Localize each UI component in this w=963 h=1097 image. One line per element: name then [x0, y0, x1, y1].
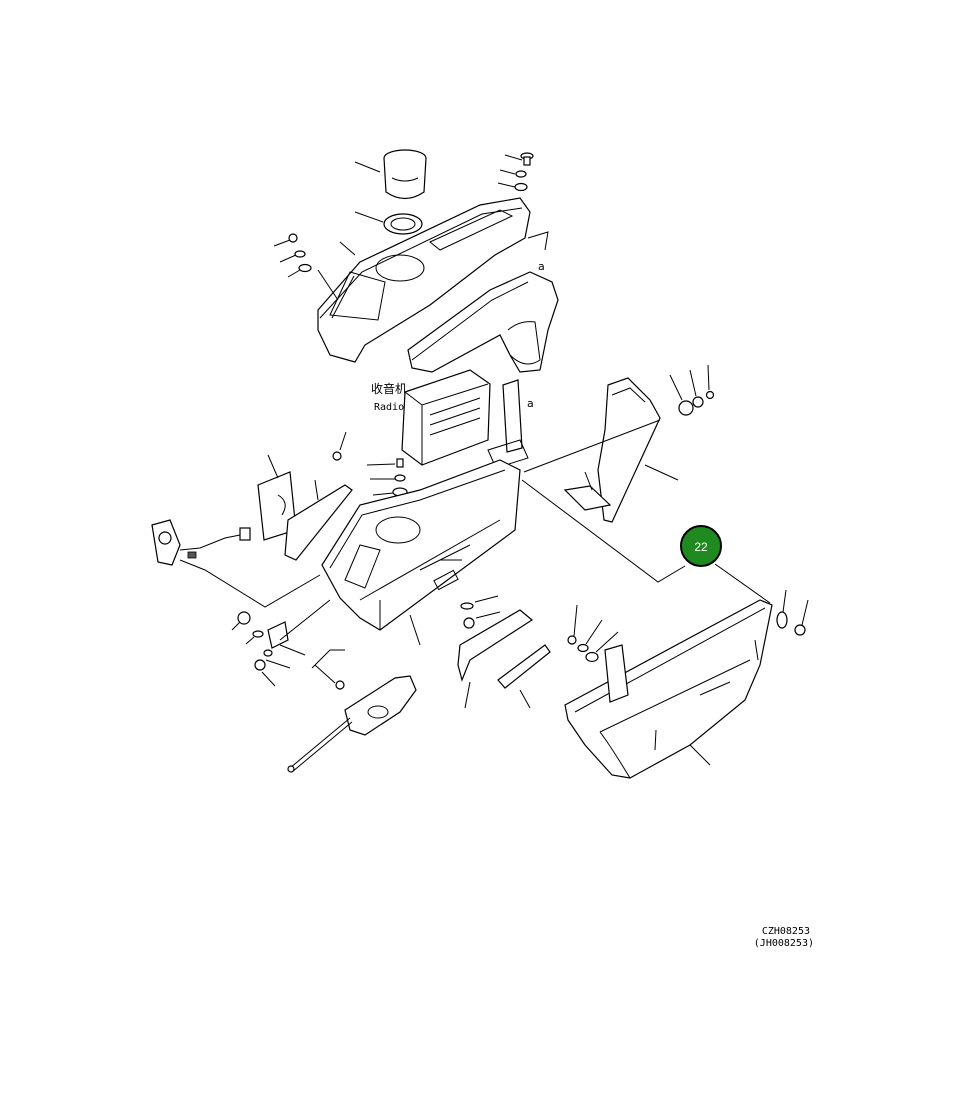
radio-unit: 收音机 Radio: [371, 369, 491, 466]
console-top-cover: [317, 197, 549, 363]
bottom-right-fasteners: [567, 589, 809, 663]
small-clip-bracket: [563, 471, 612, 511]
console-bracket: a: [487, 379, 534, 469]
callout-leaders: [521, 479, 771, 604]
drawing-code-secondary: (JH008253): [754, 938, 814, 949]
bottom-trim-piece-2: [497, 644, 551, 709]
switch-connector: [151, 519, 321, 608]
top-right-fasteners: [497, 152, 534, 192]
lever-assembly: [279, 599, 417, 773]
right-side-panel: [523, 364, 715, 523]
bottom-right-cover: [564, 599, 773, 779]
ref-label-a-top: a: [538, 260, 545, 273]
callout-22[interactable]: 22: [680, 525, 722, 567]
mid-fasteners: [460, 595, 501, 629]
left-cover-strip: [284, 479, 353, 561]
top-left-fasteners: [273, 233, 312, 278]
bottom-left-fasteners: [231, 611, 306, 687]
ref-label-a-mid: a: [527, 397, 534, 410]
armrest-cover-a: a: [407, 260, 559, 373]
drawing-code-primary: CZH08253: [762, 926, 810, 937]
console-main-body: [321, 459, 521, 646]
bottom-trim-piece-1: [457, 609, 534, 709]
cup-holder-insert: [354, 149, 427, 200]
callout-number: 22: [694, 540, 708, 554]
cup-ring: [354, 211, 423, 235]
radio-label-en: Radio: [374, 402, 404, 413]
radio-label-cn: 收音机: [371, 381, 407, 396]
